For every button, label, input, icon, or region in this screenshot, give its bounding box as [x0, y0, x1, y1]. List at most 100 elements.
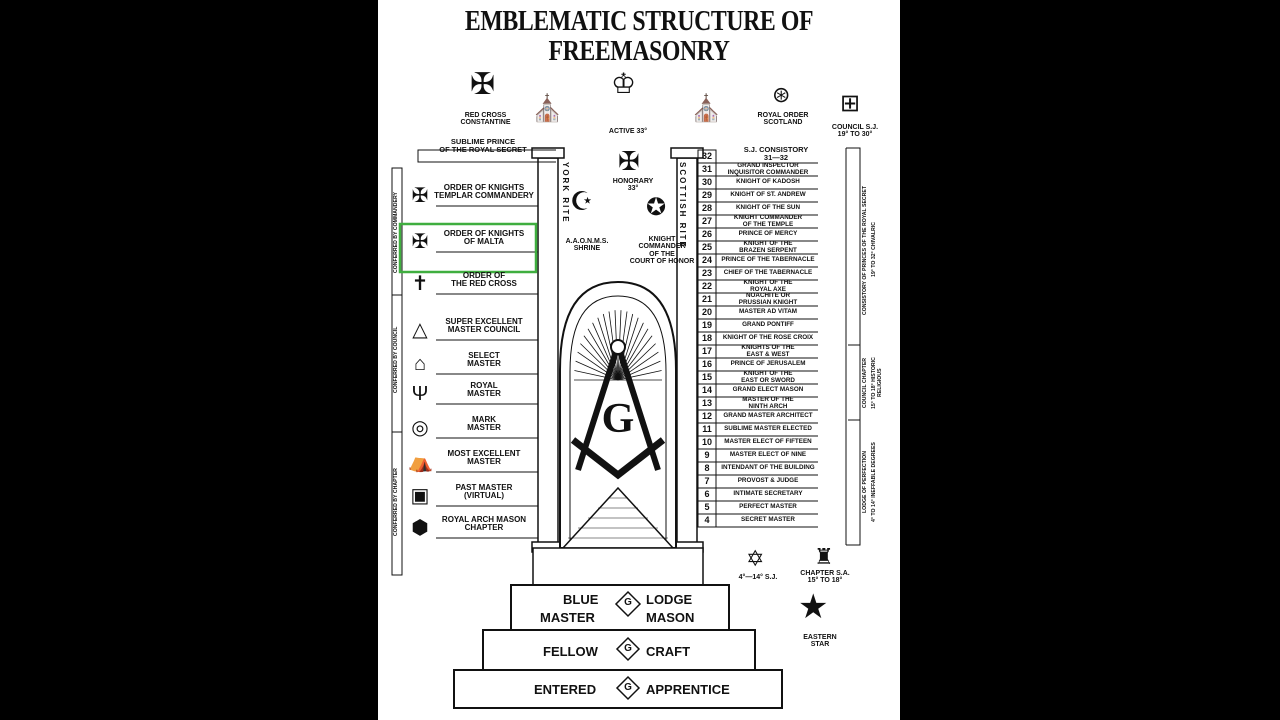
- entered-apprentice-g: G: [624, 682, 632, 693]
- york-order-label: ORDER OF THE RED CROSS: [451, 271, 517, 289]
- degree-name: MASTER AD VITAM: [738, 308, 798, 315]
- degree-number: 11: [702, 424, 712, 434]
- degree-number: 15: [701, 372, 712, 382]
- york-order-icon: ▣: [410, 485, 430, 507]
- sublime-prince-label: SUBLIME PRINCE OF THE ROYAL SECRET: [439, 137, 527, 154]
- degree-number: 29: [701, 190, 712, 200]
- york-order-icon: ✠: [411, 185, 429, 207]
- sunburst-ray: [597, 317, 619, 381]
- sunburst-ray: [617, 317, 639, 381]
- royal-order-scotland-label: ROYAL ORDER SCOTLAND: [757, 112, 809, 127]
- council-chapter-side-label: COUNCIL CHAPTER: [862, 357, 868, 409]
- york-order-label: ROYAL ARCH MASON CHAPTER: [441, 515, 527, 533]
- conferred-by-chapter: CONFERRED BY CHAPTER: [393, 468, 399, 537]
- historic-side-label: 15° TO 18° HISTORIC RELIGIOUS: [871, 357, 883, 409]
- york-rite-pillar-cap: [531, 147, 565, 159]
- degree-name: KNIGHT OF THE EAST OR SWORD: [741, 370, 795, 384]
- consistory-side-label: CONSISTORY OF PRINCES OF THE ROYAL SECRE…: [862, 185, 868, 315]
- sunburst-ray: [617, 328, 649, 381]
- council-sj-icon: ⊞: [840, 90, 861, 117]
- degree-name: CHIEF OF THE TABERNACLE: [723, 269, 813, 276]
- york-order-label: SELECT MASTER: [467, 351, 501, 369]
- master-label: MASTER: [540, 610, 595, 625]
- degree-number: 26: [701, 229, 712, 239]
- conferred-by-commandery: CONFERRED BY COMMANDERY: [393, 192, 399, 274]
- degree-number: 25: [701, 242, 712, 252]
- blue-lodge-g: G: [624, 597, 632, 608]
- sublime-arrow: [417, 149, 556, 163]
- york-order-label: SUPER EXCELLENT MASTER COUNCIL: [445, 317, 523, 335]
- york-order-label: ORDER OF KNIGHTS TEMPLAR COMMANDERY: [434, 183, 534, 201]
- degree-name: NOACHITE OR PRUSSIAN KNIGHT: [738, 292, 798, 306]
- degree-number: 5: [704, 502, 710, 512]
- court-of-honor-label: KNIGHT COMMANDER OF THE COURT OF HONOR: [629, 236, 695, 266]
- sunburst-ray: [587, 328, 619, 381]
- degree-number: 24: [701, 255, 712, 265]
- york-order-label: MARK MASTER: [467, 415, 501, 433]
- degree-number: 21: [701, 294, 712, 304]
- degree-name: KNIGHT OF ST. ANDREW: [730, 191, 806, 198]
- degree-name: PRINCE OF JERUSALEM: [730, 360, 806, 367]
- degree-number: 13: [701, 398, 712, 408]
- york-rite-label: YORK RITE: [561, 162, 570, 224]
- degree-number: 22: [701, 281, 712, 291]
- degree-number: 16: [701, 359, 712, 369]
- york-order-label: MOST EXCELLENT MASTER: [447, 449, 521, 467]
- active-33-icon: ♔: [611, 68, 637, 99]
- york-order-icon: ⛺: [408, 451, 433, 473]
- degree-number: 30: [701, 177, 712, 187]
- royal-order-icon: ⊛: [772, 82, 791, 107]
- degree-name: KNIGHTS OF THE EAST & WEST: [741, 344, 795, 358]
- degree-name: KNIGHT OF THE BRAZEN SERPENT: [739, 240, 797, 254]
- conferred-by-council: CONFERRED BY COUNCIL: [393, 326, 399, 394]
- sunburst-ray: [592, 322, 619, 381]
- fellow-craft-g: G: [624, 643, 632, 654]
- degree-name: KNIGHT OF THE SUN: [735, 204, 801, 211]
- sunburst-ray: [583, 335, 619, 381]
- york-order-icon: Ψ: [411, 383, 429, 405]
- degree-number: 10: [701, 437, 712, 447]
- chapter-sa-icon: ♜: [814, 544, 834, 569]
- degree-name: GRAND MASTER ARCHITECT: [723, 412, 813, 419]
- degree-name: GRAND INSPECTOR INQUISITOR COMMANDER: [727, 162, 809, 176]
- degree-name: SUBLIME MASTER ELECTED: [724, 425, 812, 432]
- degree-name: KNIGHT OF THE ROSE CROIX: [722, 334, 814, 341]
- compass-hinge: [610, 339, 626, 355]
- red-cross-constantine-label: RED CROSS CONSTANTINE: [460, 112, 511, 127]
- shrine-label: A.A.O.N.M.S. SHRINE: [565, 238, 609, 253]
- degree-name: INTIMATE SECRETARY: [733, 490, 803, 497]
- g-letter: G: [602, 396, 635, 442]
- york-rite-connectors: [436, 205, 538, 539]
- degree-number: 31: [701, 164, 712, 174]
- entered-label: ENTERED: [534, 682, 597, 697]
- arch-window-inner: [569, 295, 667, 549]
- step-g-emblems: [614, 590, 642, 701]
- degree-number: 14: [701, 385, 712, 395]
- york-order-icon: △: [412, 319, 428, 341]
- degree-name: PRINCE OF THE TABERNACLE: [721, 256, 815, 263]
- york-order-label: ORDER OF KNIGHTS OF MALTA: [443, 229, 525, 247]
- degree-number: 9: [704, 450, 710, 460]
- sj-consistory-label: S.J. CONSISTORY 31—32: [743, 145, 809, 162]
- degree-name: MASTER ELECT OF NINE: [729, 451, 807, 458]
- lodge-label: LODGE: [646, 592, 693, 607]
- chapter-sa-label: CHAPTER S.A. 15° TO 18°: [800, 570, 850, 585]
- degree-name: MASTER OF THE NINTH ARCH: [742, 396, 794, 410]
- degree-name: PROVOST & JUDGE: [737, 477, 799, 484]
- degree-number: 17: [701, 346, 712, 356]
- eastern-star-label: EASTERN STAR: [803, 634, 837, 649]
- degree-number-cell: [697, 513, 717, 528]
- sunburst-ray: [617, 322, 644, 381]
- degree-name: PERFECT MASTER: [739, 503, 797, 510]
- degree-number: 27: [701, 216, 712, 226]
- square-icon: [570, 437, 666, 480]
- york-order-icon: ⌂: [413, 353, 427, 375]
- degree-name: KNIGHT OF THE ROYAL AXE: [743, 279, 793, 293]
- scottish-rite-label: SCOTTISH RITE: [678, 162, 687, 249]
- degree-name: MASTER ELECT OF FIFTEEN: [724, 438, 812, 445]
- honorary-33-label: HONORARY 33°: [612, 178, 654, 193]
- council-sj-label: COUNCIL S.J. 19° TO 30°: [831, 124, 879, 139]
- plinth: [532, 547, 704, 587]
- sunburst-ray: [617, 335, 653, 381]
- fellow-label: FELLOW: [543, 644, 598, 659]
